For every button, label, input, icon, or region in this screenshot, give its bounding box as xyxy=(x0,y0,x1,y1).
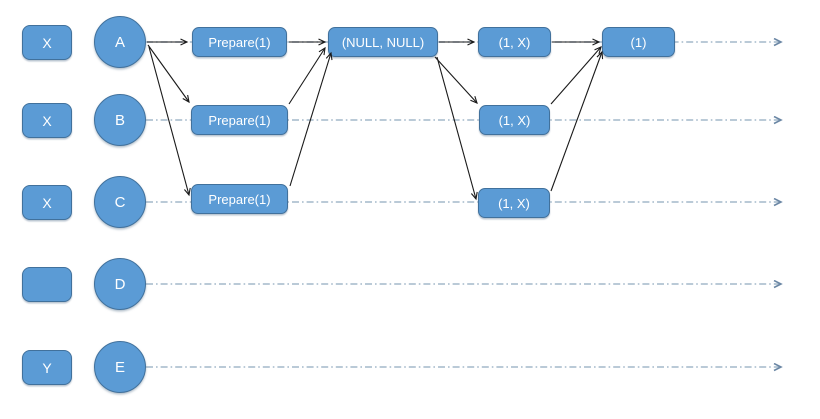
event-box-promise: (NULL, NULL) xyxy=(328,27,438,57)
event-box-accept-a: (1, X) xyxy=(478,27,551,57)
node-circle-e: E xyxy=(94,341,146,393)
node-circle-c: C xyxy=(94,176,146,228)
value-tag-lane-a: X xyxy=(22,25,72,60)
event-box-decide: (1) xyxy=(602,27,675,57)
event-box-accept-b: (1, X) xyxy=(479,105,550,135)
node-circle-b: B xyxy=(94,94,146,146)
value-tag-lane-d xyxy=(22,267,72,302)
event-box-prepare-c: Prepare(1) xyxy=(191,184,288,214)
value-tag-lane-c: X xyxy=(22,185,72,220)
event-box-prepare-a: Prepare(1) xyxy=(192,27,287,57)
event-box-accept-c: (1, X) xyxy=(478,188,550,218)
node-circle-d: D xyxy=(94,258,146,310)
event-box-prepare-b: Prepare(1) xyxy=(191,105,288,135)
value-tag-lane-e: Y xyxy=(22,350,72,385)
value-tag-lane-b: X xyxy=(22,103,72,138)
node-circle-a: A xyxy=(94,16,146,68)
